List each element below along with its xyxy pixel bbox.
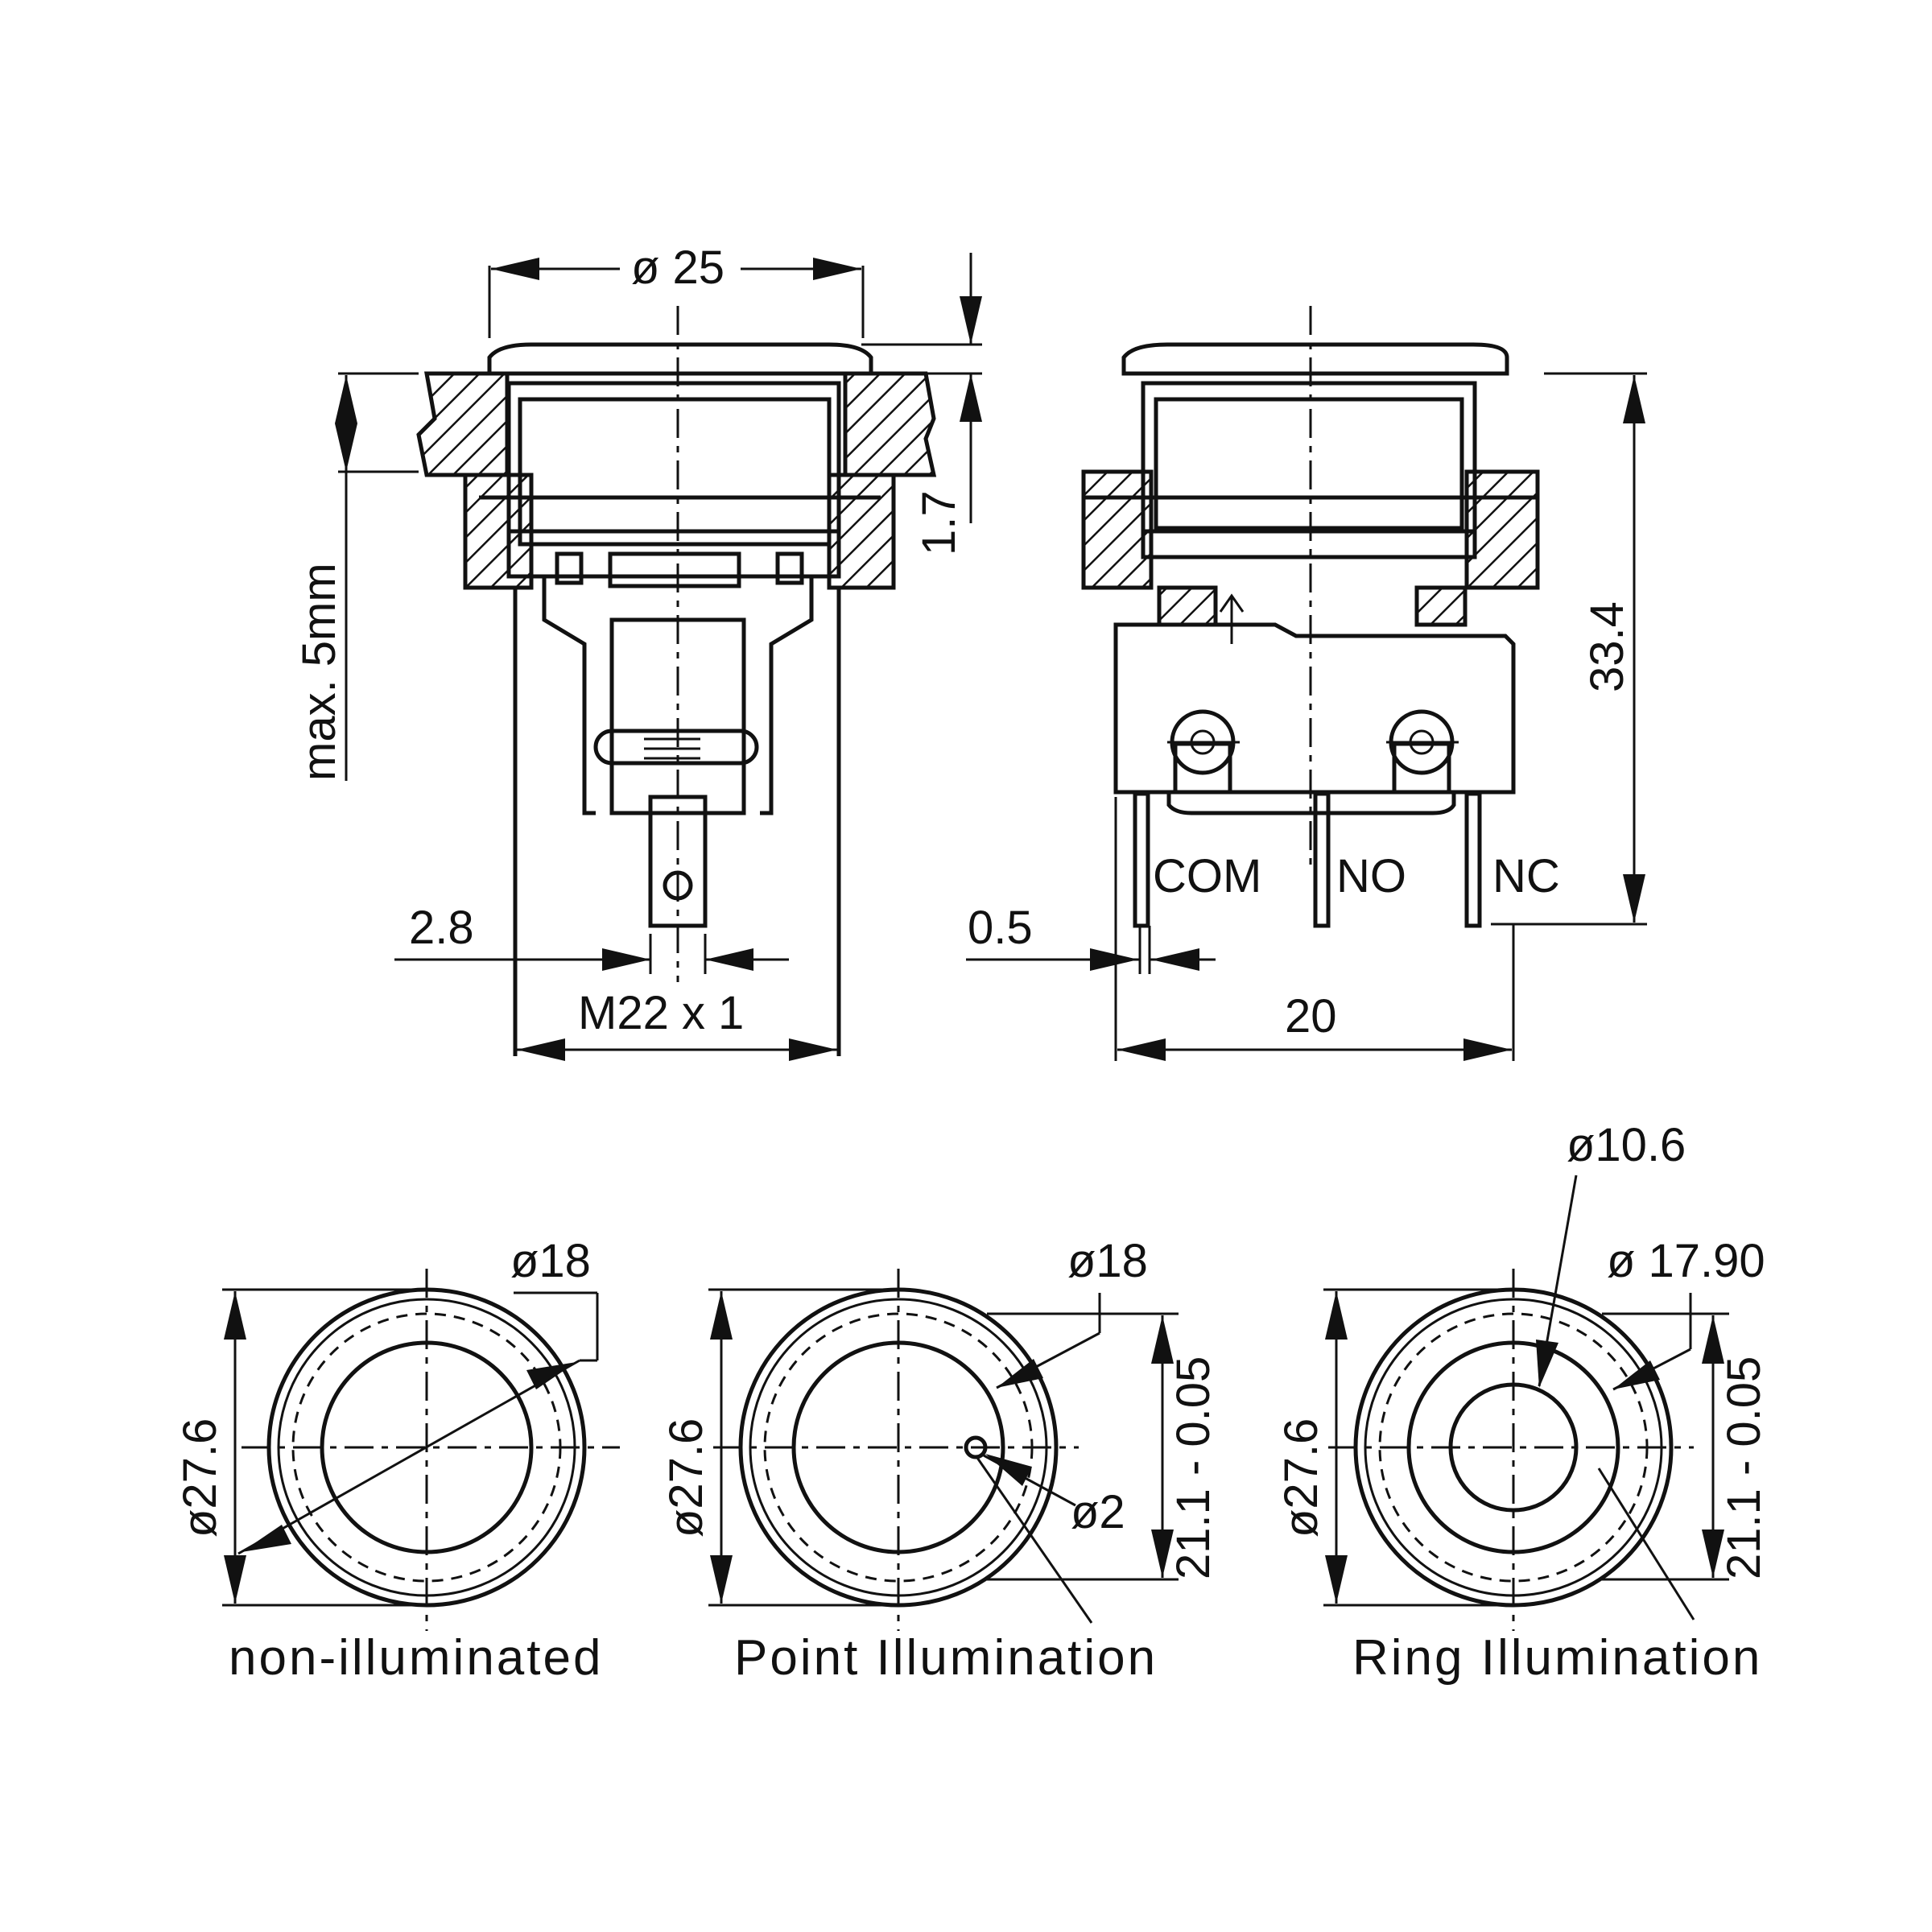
dim-center-10-6: ø10.6	[1567, 1119, 1686, 1171]
panel-right-part	[843, 371, 937, 477]
terminal-no: NO	[1336, 850, 1406, 902]
dim-height-33-4: 33.4	[1581, 601, 1633, 692]
nut-right-view-left	[1081, 469, 1154, 590]
dim-ring-17-90: ø 17.90	[1607, 1235, 1765, 1287]
dim-pin-2-8: 2.8	[409, 902, 474, 954]
nut-right	[827, 473, 896, 590]
dim-max-5mm: max. 5mm	[293, 563, 345, 781]
dim-inner-18: ø18	[510, 1235, 591, 1287]
side-view-left: ø 25 1.7 max. 5mm 2.8 M22 x 1	[293, 242, 982, 1061]
dim-height-21-1-ring: 21.1 - 0.05	[1718, 1356, 1770, 1579]
dim-thread-m22: M22 x 1	[578, 987, 744, 1039]
dim-diameter-25: ø 25	[631, 242, 724, 294]
caption-point-illumination: Point Illumination	[734, 1630, 1158, 1686]
top-view-ring-illumination: ø10.6 ø 17.90 ø27.6 21.1 - 0.05 Ring Ill…	[1275, 1119, 1770, 1686]
side-view-right: COM NO NC 33.4 0.5 20	[966, 306, 1647, 1061]
nut-right-view-right	[1464, 469, 1540, 590]
dim-pin-0-5: 0.5	[968, 902, 1033, 954]
dim-height-21-1-point: 21.1 - 0.05	[1167, 1356, 1220, 1579]
dim-width-20: 20	[1285, 990, 1337, 1042]
caption-ring-illumination: Ring Illumination	[1352, 1630, 1762, 1686]
dim-outer-27-6: ø27.6	[174, 1418, 226, 1538]
top-view-point-illumination: ø18 ø2 ø27.6 21.1 - 0.05 Point Illuminat…	[660, 1235, 1220, 1686]
caption-non-illuminated: non-illuminated	[229, 1630, 603, 1686]
dim-outer-27-6-point: ø27.6	[660, 1418, 712, 1538]
dim-point-2: ø2	[1071, 1486, 1125, 1538]
dim-outer-27-6-ring: ø27.6	[1275, 1418, 1327, 1538]
dim-inner-18-point: ø18	[1067, 1235, 1148, 1287]
dim-thickness-1-7: 1.7	[913, 490, 965, 555]
terminal-com: COM	[1153, 850, 1261, 902]
panel-left-part	[416, 371, 510, 477]
terminal-nc: NC	[1492, 850, 1560, 902]
nut-left	[463, 473, 534, 590]
top-view-non-illuminated: ø18 ø27.6 non-illuminated	[174, 1235, 620, 1686]
